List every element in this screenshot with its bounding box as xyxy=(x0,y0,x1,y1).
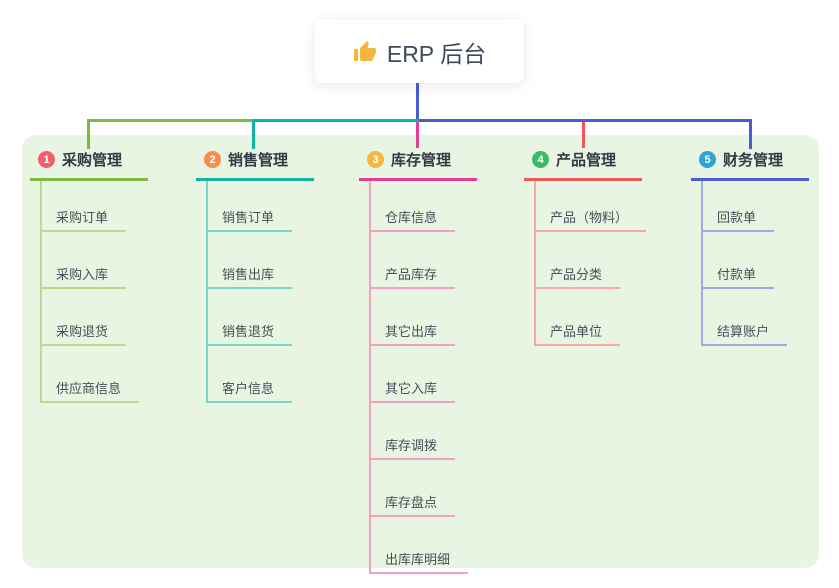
node-payment-bill[interactable]: 付款单 xyxy=(703,232,775,289)
thumbs-up-icon xyxy=(353,40,376,61)
branch-header-inventory[interactable]: 3 库存管理 xyxy=(359,149,477,181)
node-purchase-return[interactable]: 采购退货 xyxy=(42,289,127,346)
drop-branch-5 xyxy=(749,119,752,149)
node-other-inbound[interactable]: 其它入库 xyxy=(371,346,456,403)
branch-items-sales: 销售订单 销售出库 销售退货 客户信息 xyxy=(206,181,293,403)
node-settlement-account[interactable]: 结算账户 xyxy=(703,289,788,346)
badge-1: 1 xyxy=(38,151,55,168)
connector-segment-teal xyxy=(254,119,419,122)
badge-5: 5 xyxy=(699,151,716,168)
branch-inventory: 3 库存管理 仓库信息 产品库存 其它出库 其它入库 库存调拨 库存盘点 出库库… xyxy=(359,149,477,574)
branch-purchase: 1 采购管理 采购订单 采购入库 采购退货 供应商信息 xyxy=(30,149,148,403)
root-node[interactable]: ERP 后台 xyxy=(315,20,524,83)
badge-4: 4 xyxy=(532,151,549,168)
node-warehouse-info[interactable]: 仓库信息 xyxy=(371,181,456,232)
node-stock-transfer[interactable]: 库存调拨 xyxy=(371,403,456,460)
node-product-material[interactable]: 产品（物料） xyxy=(536,181,647,232)
node-outbound-detail[interactable]: 出库库明细 xyxy=(371,517,469,574)
node-purchase-order[interactable]: 采购订单 xyxy=(42,181,127,232)
node-receipt-bill[interactable]: 回款单 xyxy=(703,181,775,232)
branch-label: 采购管理 xyxy=(62,152,123,169)
branch-items-purchase: 采购订单 采购入库 采购退货 供应商信息 xyxy=(40,181,140,403)
branch-header-sales[interactable]: 2 销售管理 xyxy=(196,149,314,181)
node-sales-order[interactable]: 销售订单 xyxy=(208,181,293,232)
branch-label: 库存管理 xyxy=(391,152,452,169)
node-sales-outbound[interactable]: 销售出库 xyxy=(208,232,293,289)
branch-items-inventory: 仓库信息 产品库存 其它出库 其它入库 库存调拨 库存盘点 出库库明细 xyxy=(369,181,469,574)
root-title: ERP 后台 xyxy=(386,40,487,67)
branch-items-product: 产品（物料） 产品分类 产品单位 xyxy=(534,181,647,346)
badge-3: 3 xyxy=(367,151,384,168)
node-sales-return[interactable]: 销售退货 xyxy=(208,289,293,346)
branch-label: 财务管理 xyxy=(723,152,784,169)
node-product-category[interactable]: 产品分类 xyxy=(536,232,621,289)
node-product-unit[interactable]: 产品单位 xyxy=(536,289,621,346)
branches-panel xyxy=(22,135,819,568)
drop-branch-2 xyxy=(252,119,255,149)
drop-branch-1 xyxy=(87,119,90,149)
connector-segment-blue xyxy=(419,119,752,122)
node-stock-check[interactable]: 库存盘点 xyxy=(371,460,456,517)
node-product-stock[interactable]: 产品库存 xyxy=(371,232,456,289)
drop-branch-3 xyxy=(416,122,419,148)
branch-label: 产品管理 xyxy=(556,152,617,169)
branch-items-finance: 回款单 付款单 结算账户 xyxy=(701,181,788,346)
node-supplier-info[interactable]: 供应商信息 xyxy=(42,346,140,403)
connector-segment-green xyxy=(87,119,254,122)
node-customer-info[interactable]: 客户信息 xyxy=(208,346,293,403)
branch-header-product[interactable]: 4 产品管理 xyxy=(524,149,642,181)
node-purchase-inbound[interactable]: 采购入库 xyxy=(42,232,127,289)
branch-header-purchase[interactable]: 1 采购管理 xyxy=(30,149,148,181)
badge-2: 2 xyxy=(204,151,221,168)
root-connector xyxy=(416,83,419,122)
branch-product: 4 产品管理 产品（物料） 产品分类 产品单位 xyxy=(524,149,647,346)
branch-sales: 2 销售管理 销售订单 销售出库 销售退货 客户信息 xyxy=(196,149,314,403)
branch-finance: 5 财务管理 回款单 付款单 结算账户 xyxy=(691,149,809,346)
branch-header-finance[interactable]: 5 财务管理 xyxy=(691,149,809,181)
node-other-outbound[interactable]: 其它出库 xyxy=(371,289,456,346)
drop-branch-4 xyxy=(582,122,585,148)
branch-label: 销售管理 xyxy=(228,152,289,169)
